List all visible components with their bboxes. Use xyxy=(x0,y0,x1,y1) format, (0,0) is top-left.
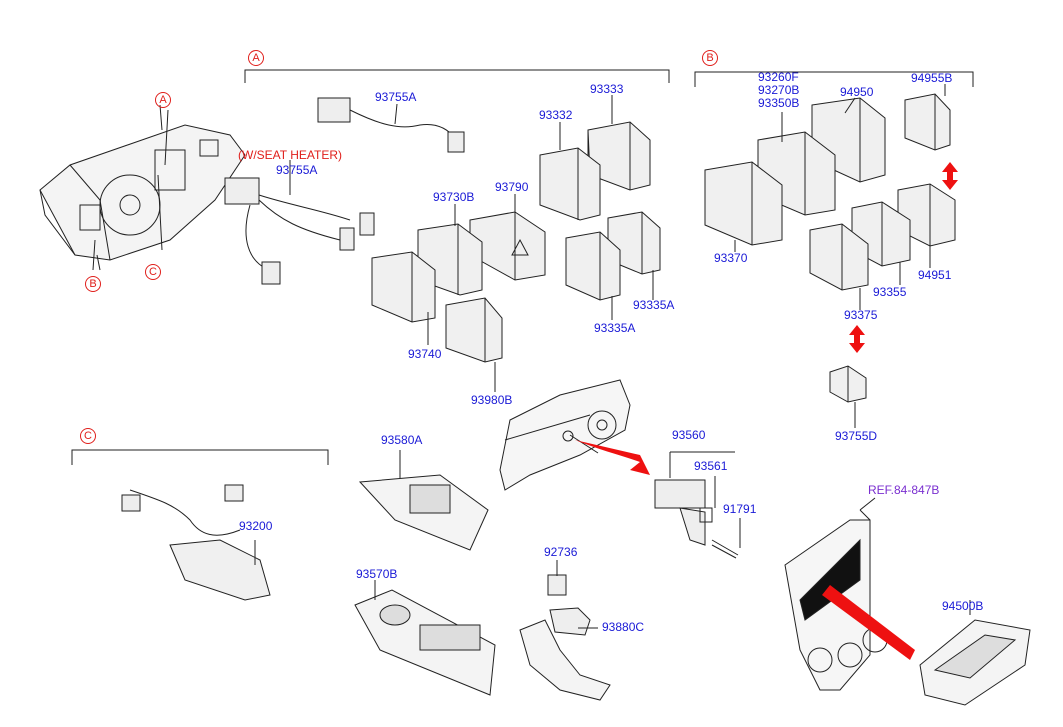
switch-93370 xyxy=(704,161,783,252)
seat-heater-switch-93200 xyxy=(121,484,271,601)
arrow-door-to-switch xyxy=(575,440,650,475)
section-b-marker: B xyxy=(702,50,718,66)
callout-c: C xyxy=(145,264,161,280)
ref-label: REF.84-847B xyxy=(868,483,940,497)
part-label-93880C: 93880C xyxy=(602,620,645,634)
heater-panel xyxy=(784,497,888,691)
control-unit-94500B xyxy=(919,600,1031,706)
part-label-93790: 93790 xyxy=(495,180,529,194)
part-label-93200: 93200 xyxy=(239,519,273,533)
section-a-bracket xyxy=(244,69,670,83)
section-c-marker: C xyxy=(80,428,96,444)
part-label-93580A: 93580A xyxy=(381,433,423,447)
switch-94955B xyxy=(904,84,951,151)
part-label-93980B: 93980B xyxy=(471,393,513,407)
section-a-marker: A xyxy=(248,50,264,66)
double-arrow-2 xyxy=(849,325,865,353)
part-label-93335A-2: 93335A xyxy=(594,321,636,335)
switch-93335A-2 xyxy=(565,231,621,320)
switch-93790 xyxy=(469,194,546,281)
switch-93332 xyxy=(539,122,601,221)
door-illustration xyxy=(499,379,631,491)
part-label-93350B: 93350B xyxy=(758,96,800,110)
dashboard-illustration xyxy=(39,109,246,271)
power-window-93580A xyxy=(358,450,489,551)
part-label-93375: 93375 xyxy=(844,308,878,322)
part-label-94950: 94950 xyxy=(840,85,874,99)
part-label-93355: 93355 xyxy=(873,285,907,299)
power-window-93570B xyxy=(354,580,496,696)
part-label-93370: 93370 xyxy=(714,251,748,265)
screw-91791 xyxy=(711,518,741,559)
section-b-bracket xyxy=(694,71,974,87)
red-arrows xyxy=(575,162,958,660)
harness-93755A-1 xyxy=(317,97,465,153)
callout-a: A xyxy=(155,92,171,108)
part-label-94500B: 94500B xyxy=(942,599,984,613)
part-label-94955B: 94955B xyxy=(911,71,953,85)
part-label-93570B: 93570B xyxy=(356,567,398,581)
part-label-92736: 92736 xyxy=(544,545,578,559)
switch-93980B xyxy=(445,297,503,392)
seat-heater-note: (W/SEAT HEATER) xyxy=(238,148,343,162)
part-label-93333: 93333 xyxy=(590,82,624,96)
part-label-93260F: 93260F xyxy=(758,70,799,84)
part-label-93332: 93332 xyxy=(539,108,573,122)
part-label-93560: 93560 xyxy=(672,428,706,442)
arrow-panel-to-unit xyxy=(822,585,915,660)
part-label-93270B: 93270B xyxy=(758,83,800,97)
section-c-bracket xyxy=(71,449,329,465)
double-arrow-1 xyxy=(942,162,958,190)
part-label-93561: 93561 xyxy=(694,459,728,473)
door-switch-93560 xyxy=(654,451,735,546)
part-label-93755D: 93755D xyxy=(835,429,878,443)
harness-93755A-2 xyxy=(224,160,375,285)
part-label-93755A-1: 93755A xyxy=(375,90,417,104)
part-label-93335A-1: 93335A xyxy=(633,298,675,312)
part-label-91791: 91791 xyxy=(723,502,757,516)
part-label-93730B: 93730B xyxy=(433,190,475,204)
switch-93740 xyxy=(371,251,436,345)
part-label-94951: 94951 xyxy=(918,268,952,282)
switch-93375 xyxy=(809,223,869,310)
sensor-93880C xyxy=(519,560,611,701)
callout-b: B xyxy=(85,276,101,292)
part-label-93740: 93740 xyxy=(408,347,442,361)
switch-93755D xyxy=(829,365,867,428)
part-label-93755A-2: 93755A xyxy=(276,163,318,177)
